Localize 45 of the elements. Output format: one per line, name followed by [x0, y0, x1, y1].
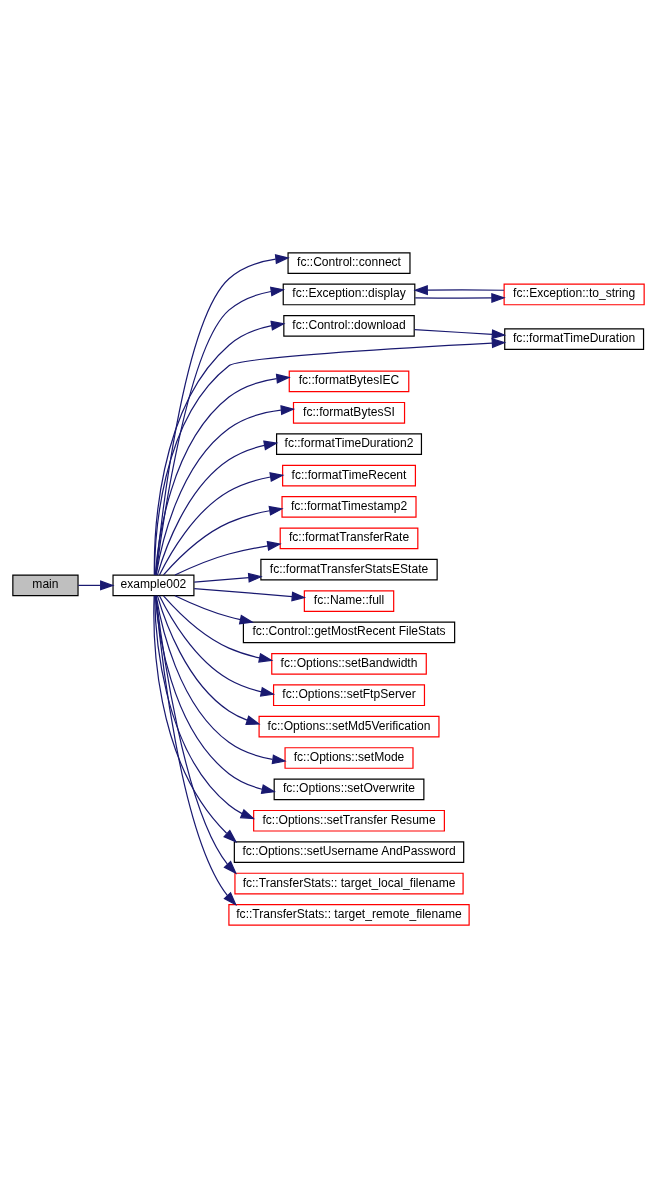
node-box: fc::formatTimestamp2	[281, 495, 417, 518]
node-box: fc::Control::getMostRecent FileStats	[242, 621, 456, 643]
arrow	[155, 594, 287, 764]
arrow	[158, 594, 276, 697]
arrow	[174, 540, 282, 576]
arrow	[158, 471, 285, 576]
node-box: fc::TransferStats:: target_local_filename	[234, 872, 464, 894]
arrow	[162, 505, 284, 575]
node-box: fc::formatTimeDuration2	[276, 432, 423, 455]
node-box: fc::Name::full	[303, 589, 395, 612]
arrow	[156, 594, 261, 725]
node-box: fc::Options::setBandwidth	[271, 652, 427, 675]
arrow	[154, 595, 276, 794]
node-box: fc::Exception::to_string	[503, 283, 645, 305]
node-box: fc::Options::setUsername AndPassword	[233, 840, 465, 863]
node-box: fc::formatBytesIEC	[288, 370, 410, 392]
arrow	[154, 594, 256, 819]
node-box: fc::Control::download	[283, 314, 415, 337]
arrow	[77, 579, 115, 590]
arrow	[174, 594, 255, 624]
arrow	[155, 404, 296, 575]
arrow	[193, 572, 263, 583]
node-box: fc::Options::setMode	[284, 746, 414, 769]
node-box: fc::formatTimeDuration	[504, 327, 645, 350]
node-box: fc::formatTransferRate	[279, 526, 419, 549]
arrow	[414, 328, 507, 339]
node-box: main	[12, 574, 79, 596]
arrow	[162, 594, 274, 663]
arrow	[154, 373, 291, 575]
node-box: fc::formatTimeRecent	[282, 464, 416, 486]
node-box: fc::Options::setTransfer Resume	[253, 809, 445, 832]
node-box: fc::formatTransferStatsEState	[260, 558, 438, 581]
node-box: fc::Options::setMd5Verification	[258, 715, 440, 737]
node-box: fc::formatBytesSI	[292, 401, 406, 424]
node-box: fc::Options::setOverwrite	[273, 778, 425, 800]
arrow	[153, 337, 507, 575]
node-box: fc::TransferStats:: target_remote_filename	[228, 903, 470, 926]
arrow	[193, 587, 307, 602]
node-box: example002	[112, 574, 195, 596]
arrow	[414, 292, 506, 303]
arrow	[413, 284, 505, 295]
arrow	[156, 440, 279, 576]
node-box: fc::Control::connect	[287, 251, 411, 274]
node-box: fc::Options::setFtpServer	[272, 683, 426, 706]
node-box: fc::Exception::display	[282, 283, 416, 305]
